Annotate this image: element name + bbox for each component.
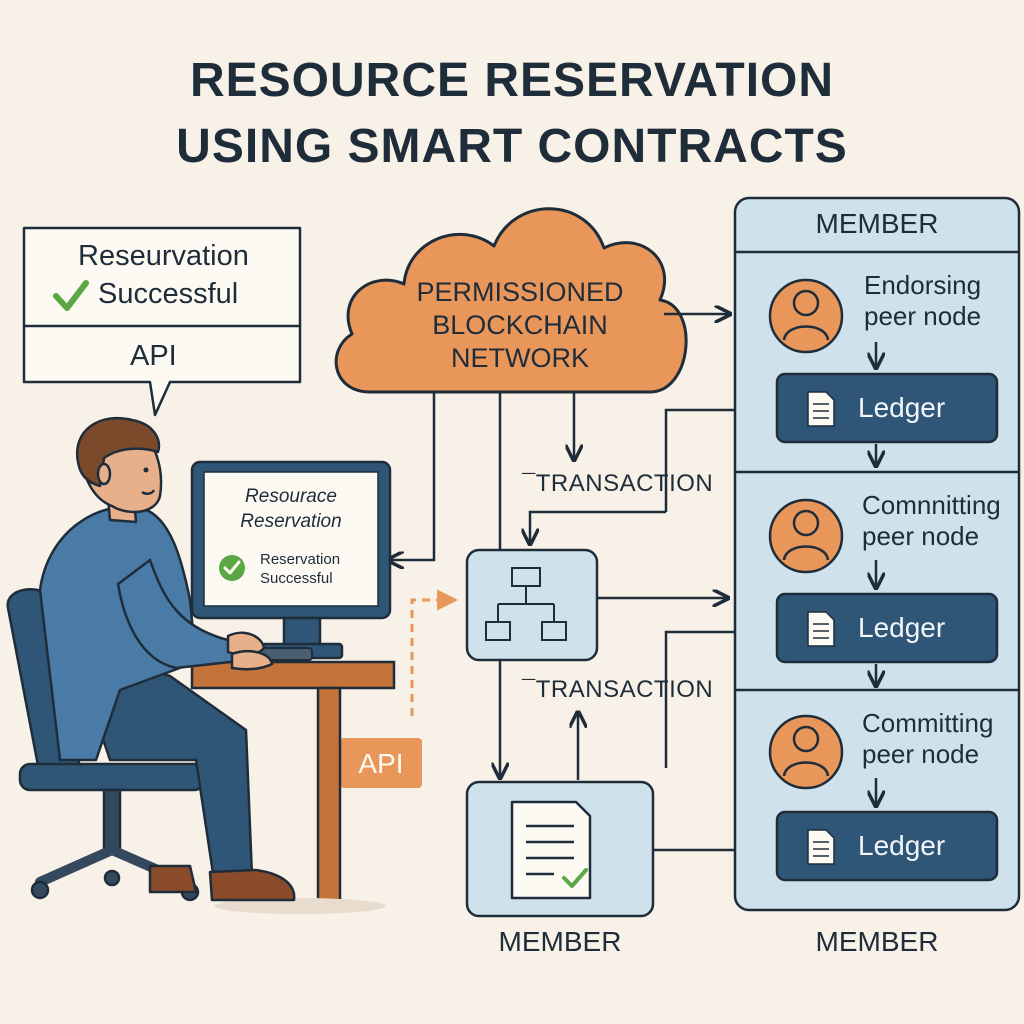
document-check-icon (510, 800, 592, 900)
computer-monitor (190, 460, 392, 660)
title-line-1: RESOURCE RESERVATION (189, 54, 835, 107)
api-tag-label: API (358, 748, 404, 779)
ledger-label-3: Ledger (858, 830, 946, 861)
arrow-cloud-to-monitor (388, 392, 436, 560)
peer-3-line-1: Committing (862, 708, 994, 738)
cloud-label: PERMISSIONED BLOCKCHAIN NETWORK (380, 276, 660, 375)
cloud-line-1: PERMISSIONED (416, 277, 624, 307)
peer-1-line-1: Endorsing (864, 270, 982, 300)
ledger-doc-icon-3 (807, 829, 835, 865)
peer-label-2: Comnnitting peer node (862, 490, 1001, 552)
peer-1-line-2: peer node (864, 301, 982, 331)
api-dashed-arrow (410, 589, 459, 716)
peer-avatar-icon-1 (768, 278, 844, 354)
bottom-member-box (465, 780, 655, 918)
person-at-computer (38, 416, 296, 902)
title-line-2: USING SMART CONTRACTS (176, 120, 848, 173)
desk (190, 660, 396, 914)
cloud-line-2: BLOCKCHAIN (432, 310, 608, 340)
peer-2-line-2: peer node (862, 521, 980, 551)
ledger-label-2: Ledger (858, 612, 946, 643)
monitor-status-line-1: Reservation (260, 551, 341, 568)
monitor-title-line-1: Resourace (245, 486, 337, 507)
bubble-check-icon (53, 280, 89, 311)
network-hierarchy-icon (485, 567, 567, 641)
right-member-panel (733, 196, 1021, 912)
bubble-line-2: Successful (98, 278, 239, 310)
monitor-title: Resourace Reservation (206, 484, 376, 534)
ledger-doc-icon-2 (807, 611, 835, 647)
ledger-doc-icon-1 (807, 391, 835, 427)
peer-label-3: Committing peer node (862, 708, 993, 770)
peer-avatar-icon-3 (768, 714, 844, 790)
ledger-label-1: Ledger (858, 392, 946, 423)
diagram-title: RESOURCE RESERVATION USING SMART CONTRAC… (0, 48, 1024, 180)
office-chair (6, 588, 206, 902)
peer-2-line-1: Comnnitting (862, 490, 1001, 520)
api-tag (340, 738, 422, 788)
monitor-check-icon (219, 555, 245, 581)
peer-3-line-2: peer node (862, 739, 980, 769)
speech-bubble (22, 226, 302, 417)
transaction-label-1: ¯TRANSACTION (522, 470, 714, 497)
bubble-api-label: API (130, 340, 177, 372)
right-panel-header: MEMBER (815, 208, 939, 239)
transaction-label-2: ¯TRANSACTION (522, 676, 714, 703)
monitor-title-line-2: Reservation (240, 511, 342, 532)
blockchain-cloud (334, 207, 688, 394)
peer-avatar-icon-2 (768, 498, 844, 574)
right-panel-footer: MEMBER (815, 926, 939, 957)
arrow-tx1-to-contract (530, 510, 666, 544)
peer-label-1: Endorsing peer node (864, 270, 981, 332)
monitor-status-line-2: Successful (260, 570, 333, 587)
smart-contract-box (465, 548, 599, 662)
bubble-line-1: Reseurvation (78, 240, 249, 272)
cloud-line-3: NETWORK (451, 343, 589, 373)
bottom-member-label: MEMBER (498, 926, 622, 957)
